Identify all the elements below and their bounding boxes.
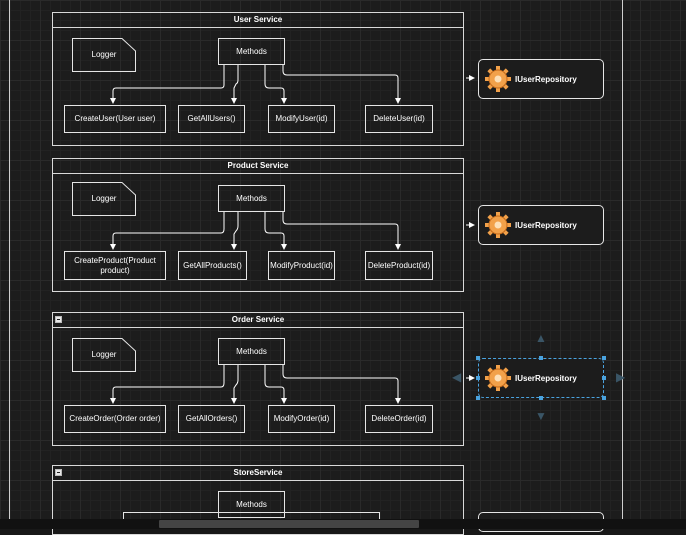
resize-handle[interactable] bbox=[476, 396, 480, 400]
store-service-title: StoreService bbox=[53, 466, 463, 481]
canvas-boundary-left bbox=[9, 0, 10, 529]
resize-handle[interactable] bbox=[539, 396, 543, 400]
product-service-title: Product Service bbox=[53, 159, 463, 174]
product-service-logger-note[interactable]: Logger bbox=[72, 182, 136, 216]
order-service-methods[interactable]: Methods bbox=[218, 338, 285, 365]
resize-handle[interactable] bbox=[602, 396, 606, 400]
connectors bbox=[110, 65, 475, 404]
horizontal-scrollbar[interactable] bbox=[0, 519, 686, 529]
order-service-op-modify[interactable]: ModifyOrder(id) bbox=[268, 405, 335, 433]
canvas-boundary-right bbox=[622, 0, 623, 529]
user-service-container[interactable]: User Service bbox=[52, 12, 464, 146]
order-repository-selected[interactable]: IUserRepository bbox=[478, 358, 604, 398]
order-service-logger-note[interactable]: Logger bbox=[72, 338, 136, 372]
user-service-op-get-all[interactable]: GetAllUsers() bbox=[178, 105, 245, 133]
product-service-methods[interactable]: Methods bbox=[218, 185, 285, 212]
order-service-container[interactable]: Order Service bbox=[52, 312, 464, 446]
connect-up-arrow-icon[interactable]: ▲ bbox=[535, 331, 547, 345]
gear-shape bbox=[485, 365, 511, 391]
resize-handle[interactable] bbox=[602, 356, 606, 360]
gear-icon bbox=[485, 365, 511, 391]
user-service-op-modify[interactable]: ModifyUser(id) bbox=[268, 105, 335, 133]
store-service-methods[interactable]: Methods bbox=[218, 491, 285, 518]
repository-label: IUserRepository bbox=[515, 220, 577, 230]
resize-handle[interactable] bbox=[602, 376, 606, 380]
order-service-op-get-all[interactable]: GetAllOrders() bbox=[178, 405, 245, 433]
order-service-op-create[interactable]: CreateOrder(Order order) bbox=[64, 405, 166, 433]
resize-handle[interactable] bbox=[539, 356, 543, 360]
repository-label: IUserRepository bbox=[515, 373, 577, 383]
gear-icon bbox=[485, 212, 511, 238]
user-service-op-delete[interactable]: DeleteUser(id) bbox=[365, 105, 433, 133]
user-service-methods[interactable]: Methods bbox=[218, 38, 285, 65]
user-service-op-create[interactable]: CreateUser(User user) bbox=[64, 105, 166, 133]
user-service-logger-note[interactable]: Logger bbox=[72, 38, 136, 72]
scrollbar-thumb[interactable] bbox=[159, 520, 419, 528]
product-service-op-create[interactable]: CreateProduct(Product product) bbox=[64, 251, 166, 280]
product-service-op-modify[interactable]: ModifyProduct(id) bbox=[268, 251, 335, 280]
gear-icon bbox=[485, 66, 511, 92]
gear-shape bbox=[485, 212, 511, 238]
repository-label: IUserRepository bbox=[515, 74, 577, 84]
logger-label: Logger bbox=[91, 350, 117, 359]
connect-left-arrow-icon[interactable]: ◀ bbox=[452, 370, 462, 384]
order-service-title: Order Service bbox=[53, 313, 463, 328]
product-service-op-get-all[interactable]: GetAllProducts() bbox=[178, 251, 247, 280]
order-service-op-delete[interactable]: DeleteOrder(id) bbox=[365, 405, 433, 433]
collapse-icon[interactable] bbox=[55, 469, 62, 476]
connect-right-arrow-icon[interactable]: ▶ bbox=[616, 370, 626, 384]
resize-handle[interactable] bbox=[476, 356, 480, 360]
gear-shape bbox=[485, 66, 511, 92]
connect-down-arrow-icon[interactable]: ▼ bbox=[535, 409, 547, 423]
user-repository[interactable]: IUserRepository bbox=[478, 59, 604, 99]
collapse-icon[interactable] bbox=[55, 316, 62, 323]
product-repository[interactable]: IUserRepository bbox=[478, 205, 604, 245]
user-service-title: User Service bbox=[53, 13, 463, 28]
logger-label: Logger bbox=[91, 50, 117, 59]
product-service-container[interactable]: Product Service bbox=[52, 158, 464, 292]
product-service-op-delete[interactable]: DeleteProduct(id) bbox=[365, 251, 433, 280]
logger-label: Logger bbox=[91, 194, 117, 203]
resize-handle[interactable] bbox=[476, 376, 480, 380]
